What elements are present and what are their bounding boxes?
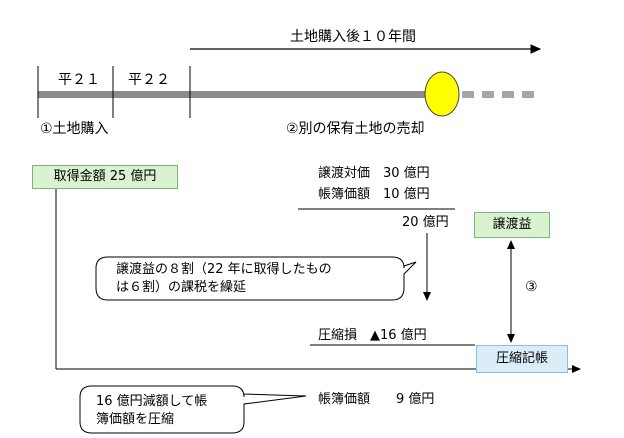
callout1-line2: は６割）の課税を繰延 (116, 280, 247, 295)
year-label-21: 平２１ (58, 72, 100, 88)
difference-value: 20 億円 (402, 215, 449, 230)
event-land-sale: ②別の保有土地の売却 (286, 121, 425, 137)
event-land-purchase: ①土地購入 (40, 121, 109, 137)
book-value-before: 帳簿価額 10 億円 (318, 187, 430, 202)
timeline-dash (462, 91, 474, 98)
timeline-dash (522, 91, 534, 98)
callout1-bubble (95, 256, 417, 301)
timeline-dash (502, 91, 514, 98)
compression-loss: 圧縮損 ▲16 億円 (318, 328, 427, 343)
timeline-bar (38, 91, 448, 98)
acquisition-box: 取得金額 25 億円 (32, 165, 178, 189)
transfer-gain-box: 譲渡益 (474, 212, 550, 238)
step3-label: ③ (525, 279, 538, 295)
compression-box: 圧縮記帳 (476, 345, 568, 373)
callout2-bubble (79, 385, 307, 434)
callout2-line1: 16 億円減額して帳 (96, 394, 208, 409)
year-label-22: 平２２ (128, 72, 170, 88)
callout2-line2: 簿価額を圧縮 (96, 412, 175, 427)
transfer-price: 譲渡対価 30 億円 (318, 166, 430, 181)
sale-marker (424, 71, 460, 117)
book-value-after: 帳簿価額 9 億円 (318, 392, 435, 407)
period-label: 土地購入後１０年間 (290, 29, 416, 45)
callout1-line1: 譲渡益の８割（22 年に取得したもの (116, 262, 332, 277)
timeline-dash (482, 91, 494, 98)
